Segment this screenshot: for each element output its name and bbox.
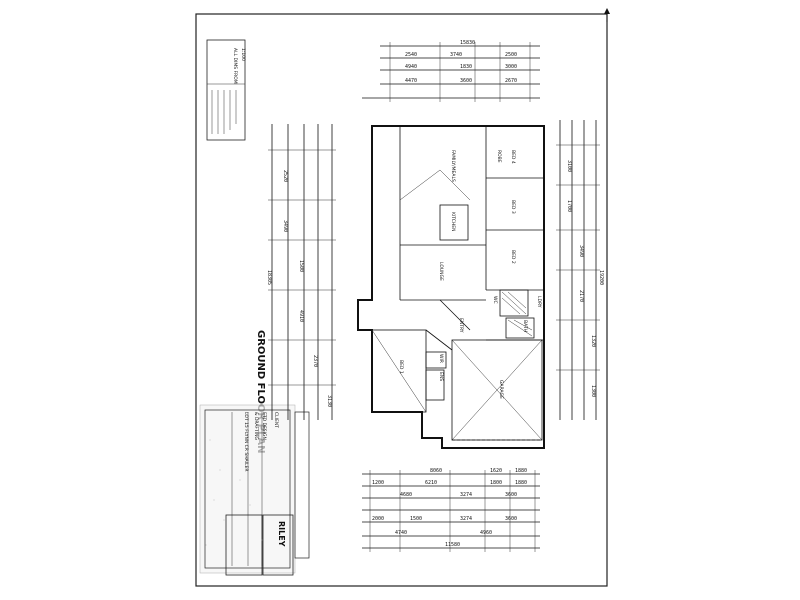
dim-right-2: 1700 bbox=[566, 200, 572, 212]
dim-right-5: 1320 bbox=[590, 335, 596, 347]
left-dimensions: 18305 2520 3490 1500 4910 2370 3130 bbox=[266, 124, 336, 420]
right-dimensions: 19200 3100 1700 3490 2170 1320 1300 bbox=[556, 120, 604, 420]
dim-bot-r2-b: 6210 bbox=[425, 480, 437, 486]
dim-top-r2-a: 2540 bbox=[405, 52, 417, 58]
dim-left-overall: 18305 bbox=[266, 270, 272, 285]
dim-left-3: 1500 bbox=[298, 260, 304, 272]
title-block: GROUND FLOOR PLAN CLIENT ETD DESIGN & DR… bbox=[199, 330, 310, 576]
room-entry: ENTRY bbox=[458, 318, 464, 333]
dim-left-4: 4910 bbox=[298, 310, 304, 322]
dim-bot-r4-c: 3274 bbox=[460, 516, 472, 522]
dim-top-r4-b: 3600 bbox=[460, 78, 472, 84]
firm-line-2: & DRAFTING bbox=[253, 412, 259, 440]
dim-bot-r4-d: 3600 bbox=[505, 516, 517, 522]
client-label: CLIENT bbox=[273, 412, 279, 428]
dim-top-r3-a: 4940 bbox=[405, 64, 417, 70]
dim-top-r4-a: 4470 bbox=[405, 78, 417, 84]
dim-bot-r1-a: 8060 bbox=[430, 468, 442, 474]
dim-top-r2-c: 2500 bbox=[505, 52, 517, 58]
room-laundry: LDRY bbox=[536, 296, 542, 308]
dim-left-5: 2370 bbox=[312, 355, 318, 367]
dim-bot-r2-c: 1800 bbox=[490, 480, 502, 486]
dim-right-4: 2170 bbox=[578, 290, 584, 302]
dim-bot-r5-b: 4960 bbox=[480, 530, 492, 536]
room-ens: ENS bbox=[438, 372, 444, 381]
dim-left-6: 3130 bbox=[326, 395, 332, 407]
notes-block: 1:100 ALL DIMS FROM bbox=[206, 39, 246, 141]
dim-bot-r1-c: 1880 bbox=[515, 468, 527, 474]
room-garage: GARAGE bbox=[498, 380, 504, 399]
lot-line: LOT 15 FLYNN CR SHAILER bbox=[243, 412, 249, 471]
room-rob: ROBE bbox=[496, 150, 502, 163]
dim-bot-r3-b: 3274 bbox=[460, 492, 472, 498]
plan-title: GROUND FLOOR PLAN bbox=[255, 330, 266, 454]
north-arrow-icon bbox=[604, 8, 610, 22]
bottom-dimensions: 8060 1620 1880 1200 6210 1800 1880 4680 … bbox=[362, 468, 540, 552]
dim-top-overall: 15830 bbox=[460, 40, 475, 46]
dim-top-r2-b: 3740 bbox=[450, 52, 462, 58]
dim-top-r3-c: 3000 bbox=[505, 64, 517, 70]
room-bed3: BED 3 bbox=[510, 200, 516, 214]
room-wir: WIR bbox=[438, 354, 444, 363]
dim-top-r3-b: 1830 bbox=[460, 64, 472, 70]
dim-bot-r2-d: 1880 bbox=[515, 480, 527, 486]
dim-left-1: 2520 bbox=[282, 170, 288, 182]
room-wc: WC bbox=[492, 296, 498, 304]
house-name: RILEY bbox=[277, 521, 286, 547]
dim-left-2: 3490 bbox=[282, 220, 288, 232]
room-family-meals: FAMILY/MEALS bbox=[450, 150, 456, 182]
room-kitchen: KITCHEN bbox=[450, 212, 456, 232]
room-bed1: BED 1 bbox=[398, 360, 404, 374]
dim-right-6: 1300 bbox=[590, 385, 596, 397]
dim-bot-r3-a: 4680 bbox=[400, 492, 412, 498]
dim-bot-r2-a: 1200 bbox=[372, 480, 384, 486]
dim-right-1: 3100 bbox=[566, 160, 572, 172]
notes-scale: 1:100 bbox=[240, 48, 246, 61]
house-footprint: FAMILY/MEALS KITCHEN LOUNGE BED 4 BED 3 … bbox=[357, 125, 545, 449]
room-lounge: LOUNGE bbox=[438, 262, 444, 281]
top-dimensions: 15830 2540 3740 2500 4940 1830 3000 4470… bbox=[362, 40, 540, 102]
dim-bot-r1-b: 1620 bbox=[490, 468, 502, 474]
room-bed4: BED 4 bbox=[510, 150, 516, 164]
notes-area: ALL DIMS FROM bbox=[232, 48, 238, 84]
room-bed2: BED 2 bbox=[510, 250, 516, 264]
dim-bot-overall: 11580 bbox=[445, 542, 460, 548]
dim-bot-r4-a: 2000 bbox=[372, 516, 384, 522]
sheet-border bbox=[195, 13, 608, 587]
dim-right-3: 3490 bbox=[578, 245, 584, 257]
firm-line-1: ETD DESIGN bbox=[261, 412, 267, 440]
scan-noise bbox=[205, 439, 263, 546]
dim-bot-r4-b: 1500 bbox=[410, 516, 422, 522]
dim-right-overall: 19200 bbox=[598, 270, 604, 285]
dim-bot-r5-a: 4740 bbox=[395, 530, 407, 536]
dim-top-r4-c: 2670 bbox=[505, 78, 517, 84]
dim-bot-r3-c: 3600 bbox=[505, 492, 517, 498]
room-bath: BATH bbox=[522, 320, 528, 332]
